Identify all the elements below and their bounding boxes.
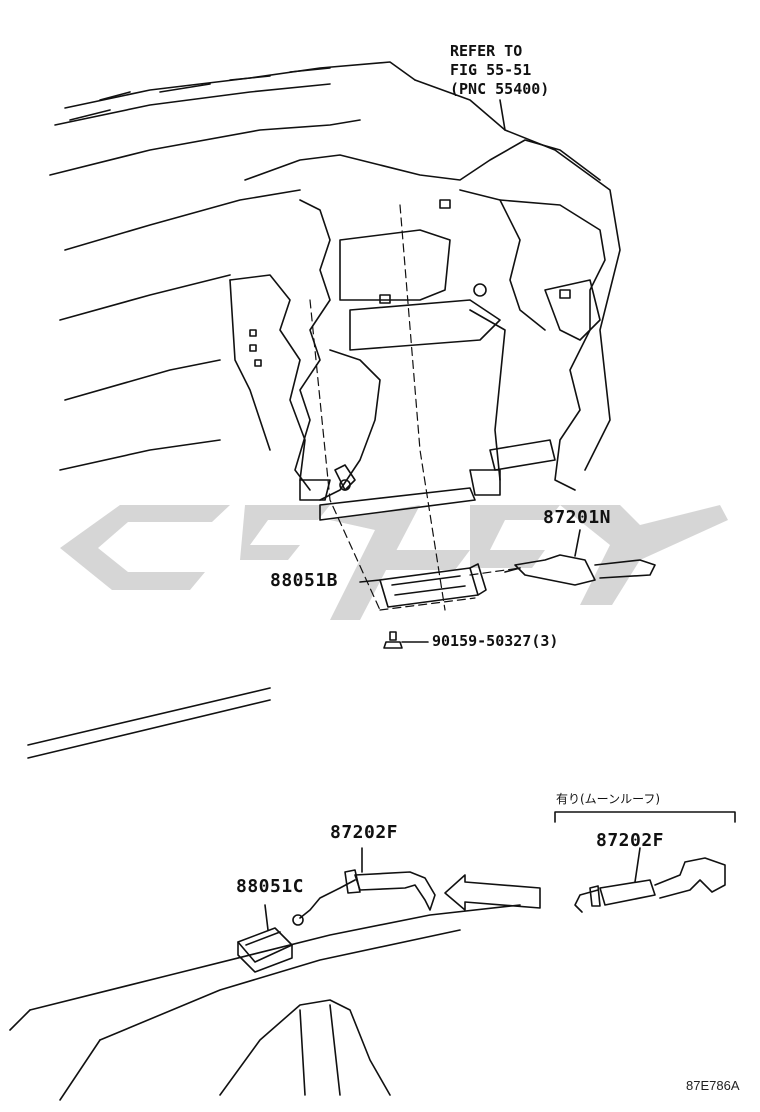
projection-lines xyxy=(309,204,521,611)
bolt-90159 xyxy=(383,631,403,649)
part-87202F-right[interactable]: 87202F xyxy=(596,830,665,851)
part-90159-50327[interactable]: 90159-50327(3) xyxy=(432,632,559,650)
airbag-sensor-88051B xyxy=(379,563,487,608)
88051B-leader xyxy=(359,579,381,583)
harness-87202F-left xyxy=(292,869,436,926)
illustration-code: 87E786A xyxy=(686,1078,740,1093)
harness-87202F-right xyxy=(574,857,726,913)
part-87201N[interactable]: 87201N xyxy=(543,507,612,528)
direction-arrow-icon xyxy=(444,874,541,911)
88051C-leader xyxy=(264,904,269,931)
refer-leader-line xyxy=(499,99,506,131)
harness-87201N xyxy=(504,554,656,586)
part-87202F-left[interactable]: 87202F xyxy=(330,822,399,843)
roof-panel xyxy=(9,687,521,1101)
refer-line1: REFER TO xyxy=(450,42,523,60)
logo-watermark xyxy=(60,505,728,620)
airbag-sensor-88051C xyxy=(237,927,293,973)
part-88051B[interactable]: 88051B xyxy=(270,570,339,591)
87202F-right-leader xyxy=(634,847,641,883)
refer-line3: (PNC 55400) xyxy=(450,80,550,98)
87201N-leader xyxy=(574,529,581,557)
refer-line2: FIG 55-51 xyxy=(450,61,532,79)
option-bracket xyxy=(554,811,736,823)
part-88051C[interactable]: 88051C xyxy=(236,876,305,897)
option-note: 有り(ムーンルーフ) xyxy=(556,792,661,806)
dashboard-assembly xyxy=(49,61,621,521)
